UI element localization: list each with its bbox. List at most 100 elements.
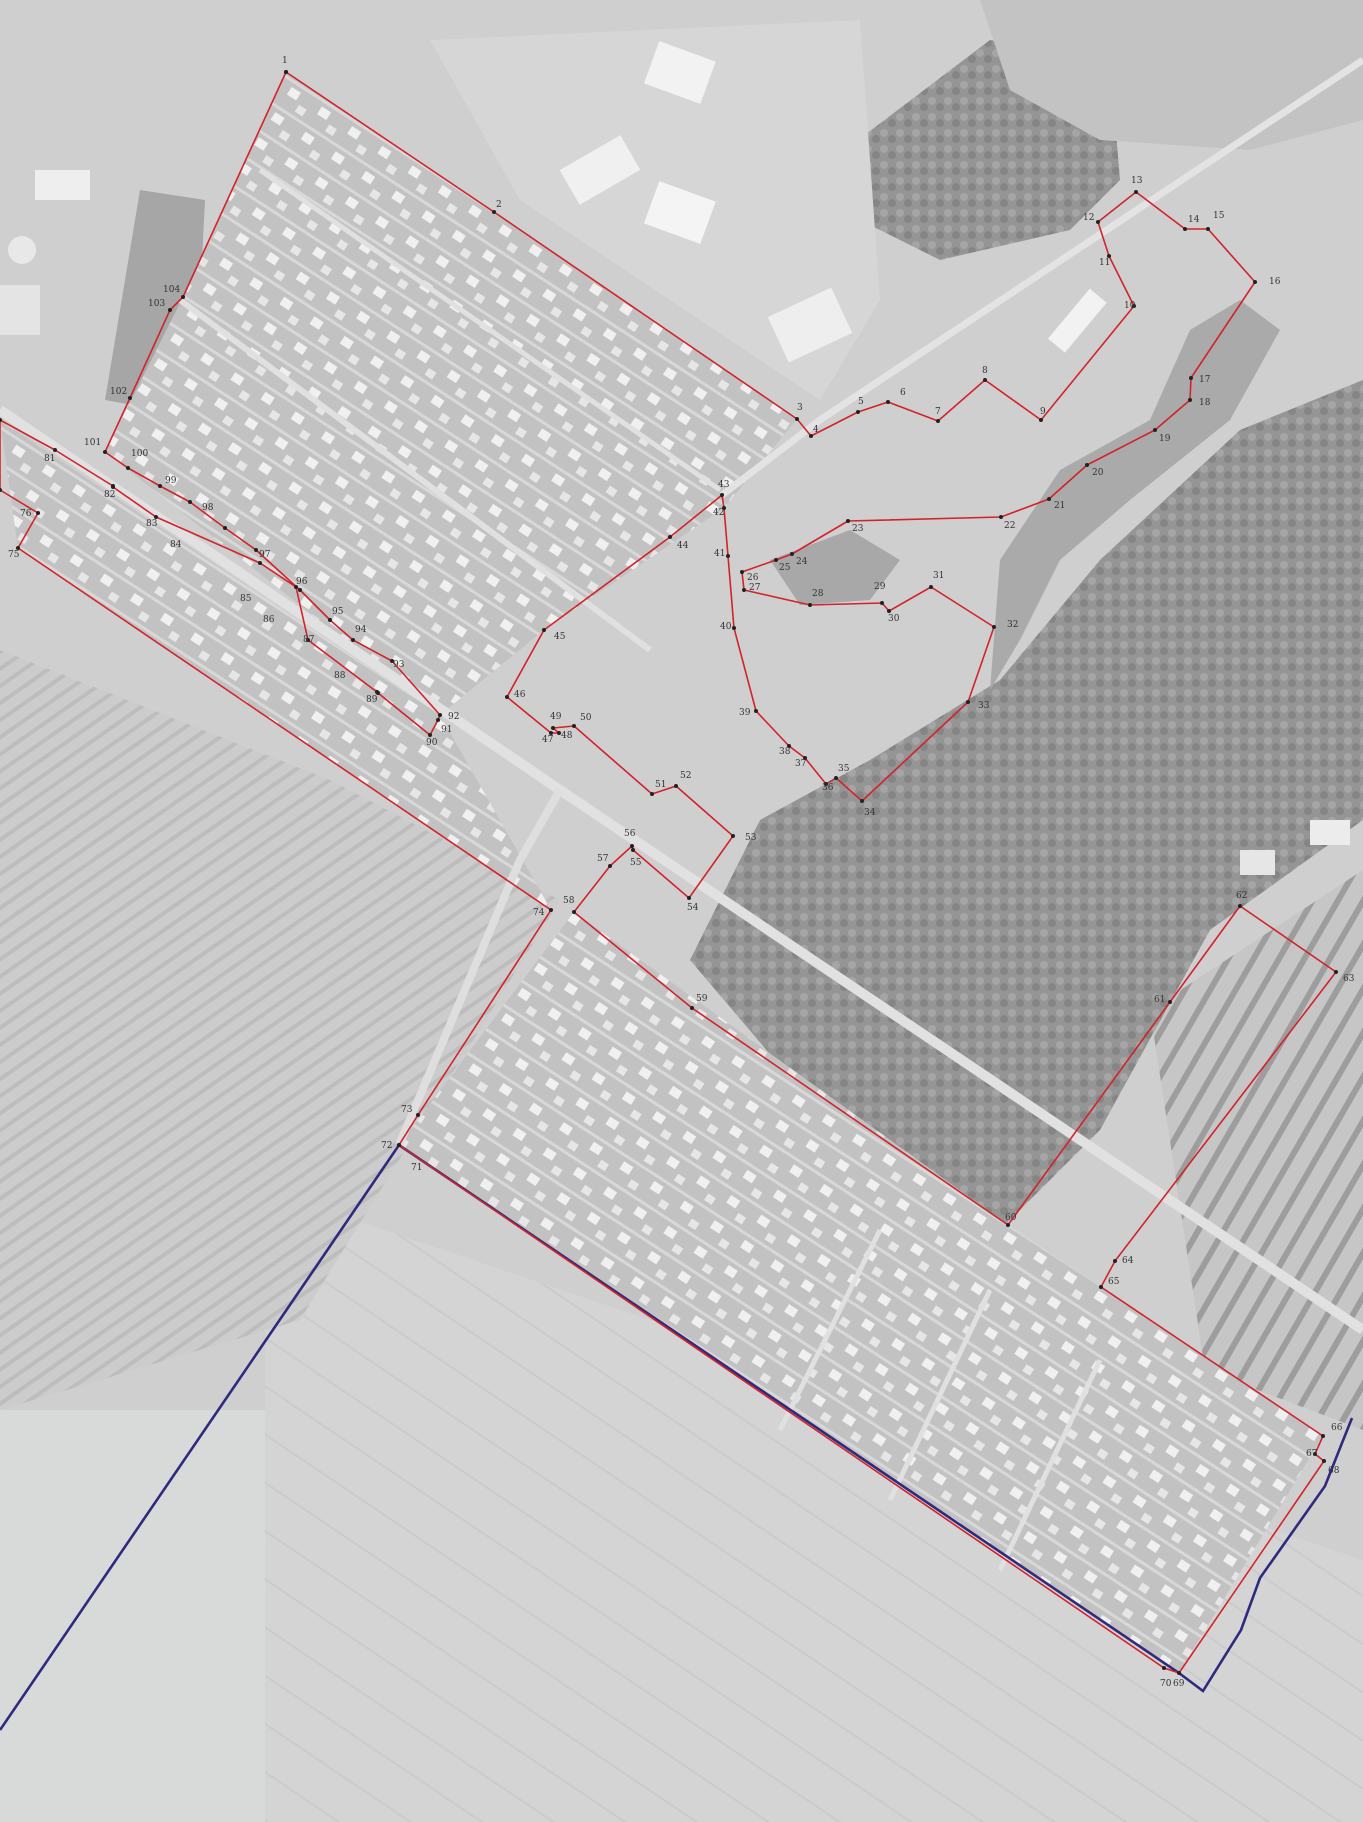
boundary-vertex-23[interactable] xyxy=(846,519,850,523)
boundary-vertex-56[interactable] xyxy=(630,844,634,848)
boundary-vertex-20[interactable] xyxy=(1085,463,1089,467)
boundary-vertex-51[interactable] xyxy=(650,792,654,796)
boundary-vertex-26[interactable] xyxy=(740,570,744,574)
boundary-vertex-65[interactable] xyxy=(1099,1285,1103,1289)
boundary-vertex-104[interactable] xyxy=(284,70,288,74)
boundary-vertex-91[interactable] xyxy=(390,659,394,663)
boundary-vertex-66[interactable] xyxy=(1321,1434,1325,1438)
boundary-vertex-79[interactable] xyxy=(53,448,57,452)
boundary-vertex-36[interactable] xyxy=(824,782,828,786)
boundary-vertex-5[interactable] xyxy=(856,410,860,414)
boundary-vertex-102[interactable] xyxy=(168,308,172,312)
boundary-vertex-33[interactable] xyxy=(966,700,970,704)
boundary-vertex-54[interactable] xyxy=(687,896,691,900)
boundary-vertex-92[interactable] xyxy=(351,638,355,642)
boundary-vertex-44[interactable] xyxy=(668,535,672,539)
boundary-vertex-50[interactable] xyxy=(572,724,576,728)
boundary-vertex-48[interactable] xyxy=(557,731,561,735)
boundary-vertex-25[interactable] xyxy=(774,558,778,562)
boundary-vertex-35[interactable] xyxy=(834,776,838,780)
boundary-vertex-101[interactable] xyxy=(128,396,132,400)
boundary-vertex-62[interactable] xyxy=(1238,904,1242,908)
boundary-vertex-3[interactable] xyxy=(795,417,799,421)
boundary-vertex-16[interactable] xyxy=(1253,280,1257,284)
boundary-vertex-81[interactable] xyxy=(111,485,115,489)
boundary-vertex-88[interactable] xyxy=(428,733,432,737)
boundary-vertex-30[interactable] xyxy=(887,609,891,613)
boundary-vertex-85[interactable] xyxy=(306,638,310,642)
boundary-vertex-34[interactable] xyxy=(860,799,864,803)
boundary-vertex-40[interactable] xyxy=(732,626,736,630)
boundary-vertex-11[interactable] xyxy=(1107,254,1111,258)
boundary-vertex-72[interactable] xyxy=(397,1143,401,1147)
boundary-vertex-103[interactable] xyxy=(181,295,185,299)
boundary-vertex-15[interactable] xyxy=(1206,227,1210,231)
boundary-vertex-41[interactable] xyxy=(726,554,730,558)
boundary-vertex-73[interactable] xyxy=(416,1113,420,1117)
boundary-vertex-60[interactable] xyxy=(1006,1223,1010,1227)
boundary-vertex-53[interactable] xyxy=(731,834,735,838)
boundary-vertex-89[interactable] xyxy=(436,718,440,722)
boundary-vertex-17[interactable] xyxy=(1189,376,1193,380)
boundary-vertex-47[interactable] xyxy=(549,731,553,735)
boundary-vertex-94[interactable] xyxy=(298,588,302,592)
boundary-vertex-39[interactable] xyxy=(754,709,758,713)
boundary-vertex-13[interactable] xyxy=(1134,190,1138,194)
boundary-vertex-37[interactable] xyxy=(803,756,807,760)
boundary-vertex-87[interactable] xyxy=(376,691,380,695)
boundary-vertex-27[interactable] xyxy=(742,588,746,592)
boundary-vertex-100[interactable] xyxy=(103,450,107,454)
boundary-vertex-43[interactable] xyxy=(720,493,724,497)
boundary-vertex-9[interactable] xyxy=(1039,418,1043,422)
boundary-vertex-6[interactable] xyxy=(886,400,890,404)
boundary-vertex-49[interactable] xyxy=(551,726,555,730)
boundary-vertex-74[interactable] xyxy=(549,908,553,912)
boundary-vertex-19[interactable] xyxy=(1153,428,1157,432)
boundary-vertex-90[interactable] xyxy=(438,713,442,717)
boundary-vertex-78[interactable] xyxy=(0,418,2,422)
boundary-vertex-96[interactable] xyxy=(223,526,227,530)
boundary-vertex-63[interactable] xyxy=(1334,970,1338,974)
boundary-vertex-2[interactable] xyxy=(492,210,496,214)
boundary-vertex-18[interactable] xyxy=(1188,398,1192,402)
boundary-vertex-31[interactable] xyxy=(929,585,933,589)
boundary-vertex-24[interactable] xyxy=(790,552,794,556)
boundary-vertex-7[interactable] xyxy=(936,419,940,423)
boundary-vertex-46[interactable] xyxy=(505,695,509,699)
boundary-vertex-77[interactable] xyxy=(0,488,2,492)
boundary-vertex-64[interactable] xyxy=(1113,1259,1117,1263)
boundary-vertex-14[interactable] xyxy=(1183,227,1187,231)
boundary-vertex-8[interactable] xyxy=(983,378,987,382)
boundary-vertex-99[interactable] xyxy=(126,466,130,470)
boundary-vertex-61[interactable] xyxy=(1168,1000,1172,1004)
boundary-vertex-97[interactable] xyxy=(188,500,192,504)
boundary-vertex-69[interactable] xyxy=(1177,1671,1181,1675)
boundary-vertex-28[interactable] xyxy=(808,603,812,607)
boundary-vertex-93[interactable] xyxy=(328,618,332,622)
boundary-vertex-29[interactable] xyxy=(880,601,884,605)
boundary-vertex-32[interactable] xyxy=(992,625,996,629)
boundary-vertex-70[interactable] xyxy=(1162,1666,1166,1670)
boundary-vertex-21[interactable] xyxy=(1047,497,1051,501)
boundary-vertex-98[interactable] xyxy=(158,484,162,488)
boundary-vertex-58[interactable] xyxy=(572,910,576,914)
boundary-vertex-67[interactable] xyxy=(1313,1452,1317,1456)
boundary-vertex-55[interactable] xyxy=(631,848,635,852)
boundary-vertex-42[interactable] xyxy=(722,506,726,510)
boundary-vertex-95[interactable] xyxy=(254,548,258,552)
boundary-vertex-57[interactable] xyxy=(608,864,612,868)
boundary-vertex-38[interactable] xyxy=(787,744,791,748)
boundary-vertex-52[interactable] xyxy=(674,784,678,788)
boundary-vertex-12[interactable] xyxy=(1096,220,1100,224)
boundary-vertex-45[interactable] xyxy=(542,628,546,632)
boundary-vertex-76[interactable] xyxy=(36,511,40,515)
boundary-vertex-82[interactable] xyxy=(154,515,158,519)
boundary-vertex-68[interactable] xyxy=(1322,1459,1326,1463)
boundary-vertex-59[interactable] xyxy=(690,1006,694,1010)
boundary-vertex-4[interactable] xyxy=(809,434,813,438)
boundary-vertex-10[interactable] xyxy=(1132,304,1136,308)
boundary-vertex-83[interactable] xyxy=(258,561,262,565)
boundary-vertex-75[interactable] xyxy=(16,546,20,550)
boundary-vertex-22[interactable] xyxy=(999,515,1003,519)
